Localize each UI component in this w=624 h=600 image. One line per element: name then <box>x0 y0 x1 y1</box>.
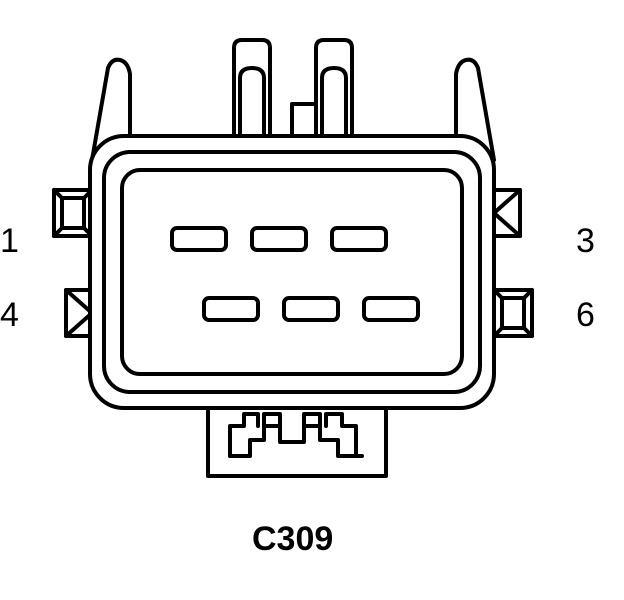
pin-label-3: 3 <box>576 222 595 260</box>
cavity-3 <box>330 226 388 252</box>
connector-body <box>88 134 496 410</box>
cavity-2 <box>250 226 308 252</box>
pin-label-1: 1 <box>0 222 19 260</box>
pin-label-4: 4 <box>0 296 19 334</box>
cavity-1 <box>170 226 228 252</box>
cavity-5 <box>282 296 340 322</box>
cavity-6 <box>362 296 420 322</box>
cavity-4 <box>202 296 260 322</box>
connector-id-label: C309 <box>252 520 333 558</box>
pin-label-6: 6 <box>576 296 595 334</box>
bottom-key <box>206 406 388 478</box>
pin-cavities <box>170 226 420 322</box>
top-latch <box>232 38 354 152</box>
